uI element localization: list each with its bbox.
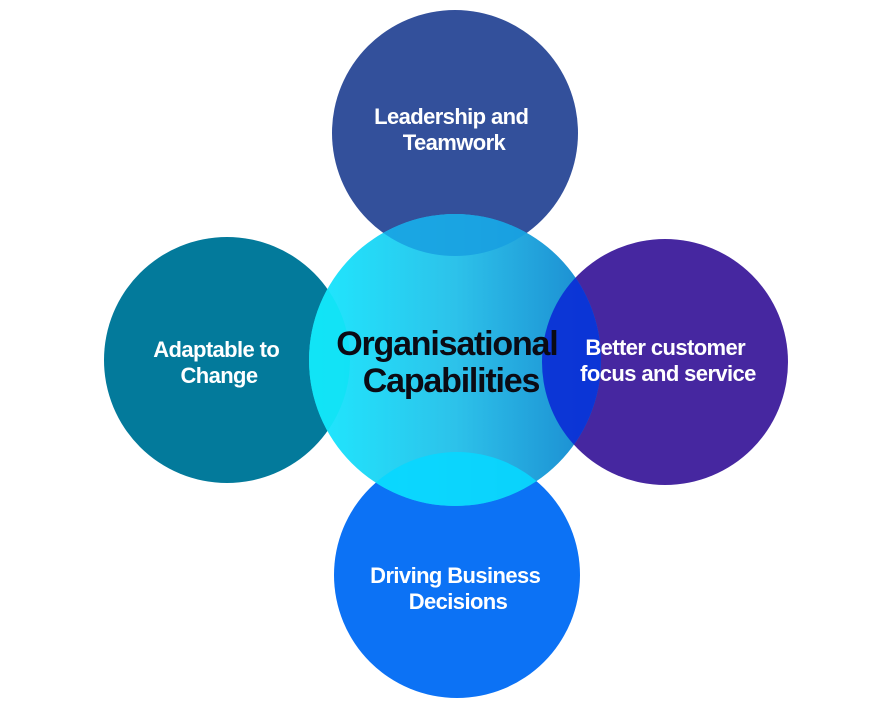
bottom-label-line2: Decisions [409,589,508,614]
top-label: Leadership and Teamwork [374,104,534,155]
left-label-line1: Adaptable to [153,337,279,362]
driving-business-decisions-circle [334,452,580,698]
center-label: Organisational Capabilities [336,325,566,400]
leadership-teamwork-circle [332,10,578,256]
top-label-line2: Teamwork [403,130,507,155]
customer-focus-circle [542,239,788,485]
organisational-capabilities-circle [309,214,601,506]
right-label-line1: Better customer [585,335,746,360]
bottom-label: Driving Business Decisions [370,563,546,614]
bottom-label-line1: Driving Business [370,563,540,588]
left-label: Adaptable to Change [153,337,285,388]
right-label: Better customer focus and service [580,335,756,386]
center-label-line1: Organisational [336,325,557,363]
top-label-line1: Leadership and [374,104,528,129]
left-label-line2: Change [180,363,257,388]
adaptable-to-change-circle [104,237,350,483]
right-label-line2: focus and service [580,361,756,386]
center-label-line2: Capabilities [363,362,540,400]
